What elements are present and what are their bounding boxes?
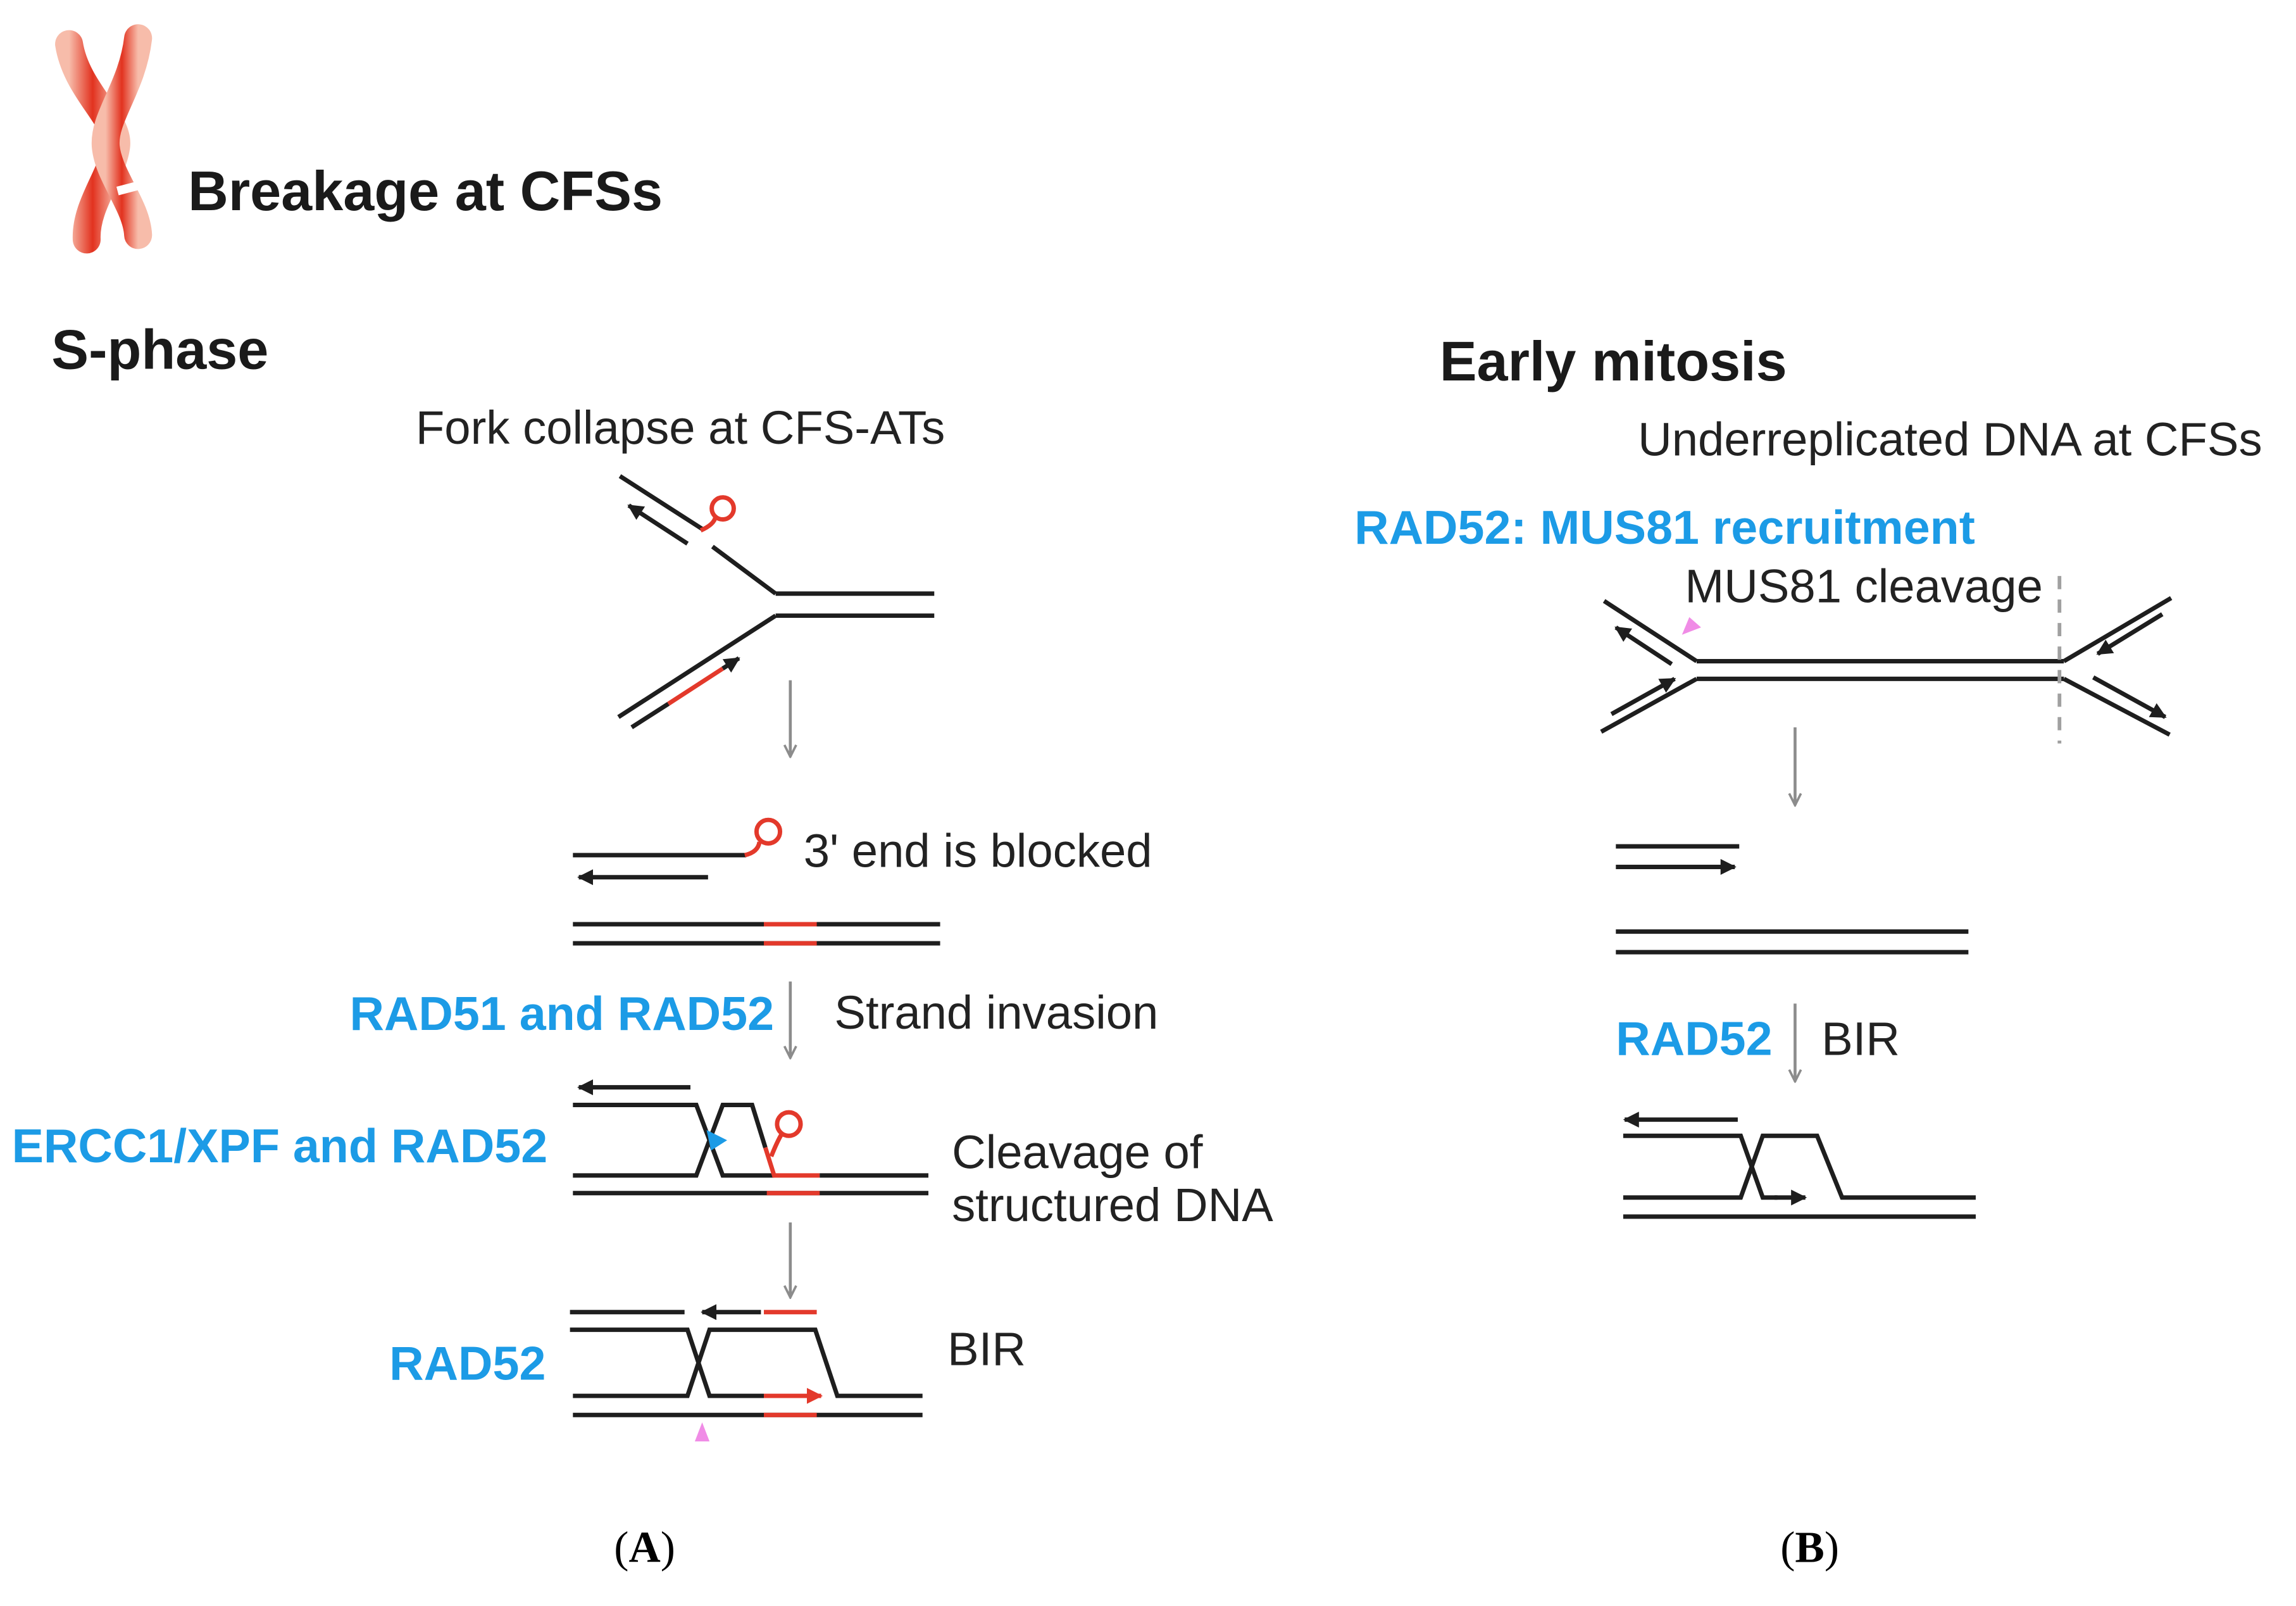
displaced-strand	[573, 1103, 768, 1178]
nascent-strand-arrow	[2092, 675, 2167, 719]
invading-strand	[570, 1327, 764, 1398]
mus81-recruitment-factor: RAD52: MUS81 recruitment	[1354, 501, 1975, 554]
mus81-cleavage-caption: MUS81 cleavage	[1685, 560, 2043, 613]
cfs-segment	[667, 667, 724, 706]
underreplicated-caption: Underreplicated DNA at CFSs	[1638, 413, 2262, 466]
invading-strand	[573, 1103, 775, 1178]
cleavage-caption-line1: Cleavage of	[952, 1126, 1203, 1178]
displaced-strand	[573, 1327, 923, 1398]
cfs-segment	[763, 1146, 820, 1178]
broken-end-structure	[1616, 844, 1969, 955]
cleavage-factor: ERCC1/XPF and RAD52	[12, 1119, 548, 1172]
chromosome-icon	[55, 24, 153, 254]
cleavage-caption-line2: structured DNA	[952, 1179, 1273, 1231]
nascent-strand-arrow	[721, 656, 740, 673]
hairpin-stem	[769, 1133, 783, 1158]
bir-caption: BIR	[947, 1322, 1026, 1375]
fork-arm	[2062, 596, 2173, 663]
bir-factor: RAD52	[389, 1337, 546, 1390]
page-title: Breakage at CFSs	[188, 160, 663, 222]
panel-b-heading: Early mitosis	[1440, 330, 1787, 392]
cleavage-site-marker	[694, 1422, 710, 1442]
cleavage-site-marker	[1681, 617, 1701, 635]
panel-b: Early mitosis Underreplicated DNA at CFS…	[1354, 330, 2262, 1572]
converging-forks	[1600, 575, 2173, 744]
nascent-strand-arrow	[627, 503, 689, 546]
strand-invasion-caption: Strand invasion	[834, 986, 1158, 1039]
dna-hairpin	[699, 495, 736, 533]
panel-b-label: (B)	[1780, 1523, 1839, 1572]
replication-fork	[617, 474, 935, 729]
bir-caption: BIR	[1821, 1013, 1900, 1065]
blocked-end-structure	[573, 817, 940, 946]
panel-a-label: (A)	[614, 1523, 675, 1572]
hairpin-loop	[709, 495, 736, 522]
displaced-strand	[1623, 1133, 1976, 1200]
hairpin-loop	[775, 1110, 803, 1138]
nascent-strand-arrow	[2096, 612, 2164, 656]
fork-collapse-caption: Fork collapse at CFS-ATs	[416, 401, 945, 454]
nascent-strand-arrow	[1610, 677, 1676, 717]
nascent-strand-arrow	[1614, 625, 1673, 667]
bir-factor: RAD52	[1616, 1012, 1772, 1065]
parental-strand	[617, 613, 777, 719]
dna-hairpin	[744, 817, 783, 858]
invading-strand	[1623, 1133, 1778, 1200]
bir-structure	[570, 1304, 923, 1442]
dna-hairpin	[769, 1110, 803, 1158]
blocked-end-caption: 3' end is blocked	[804, 824, 1152, 877]
fork-arm	[2062, 677, 2171, 737]
fork-arm	[1602, 599, 1698, 663]
hairpin-loop	[754, 817, 783, 846]
nascent-strand	[630, 701, 670, 729]
strand-invasion-structure	[573, 1079, 928, 1196]
parental-strand	[618, 474, 704, 531]
strand-invasion-factor: RAD51 and RAD52	[349, 987, 774, 1040]
hairpin-stem	[699, 517, 718, 533]
panel-a: S-phase Fork collapse at CFS-ATs	[12, 318, 1274, 1572]
bir-structure	[1623, 1112, 1976, 1219]
fork-arm	[1600, 677, 1698, 734]
panel-a-heading: S-phase	[51, 318, 268, 381]
parental-strand	[711, 544, 777, 596]
hairpin-stem	[744, 841, 762, 858]
cleavage-site-marker	[706, 1129, 727, 1151]
